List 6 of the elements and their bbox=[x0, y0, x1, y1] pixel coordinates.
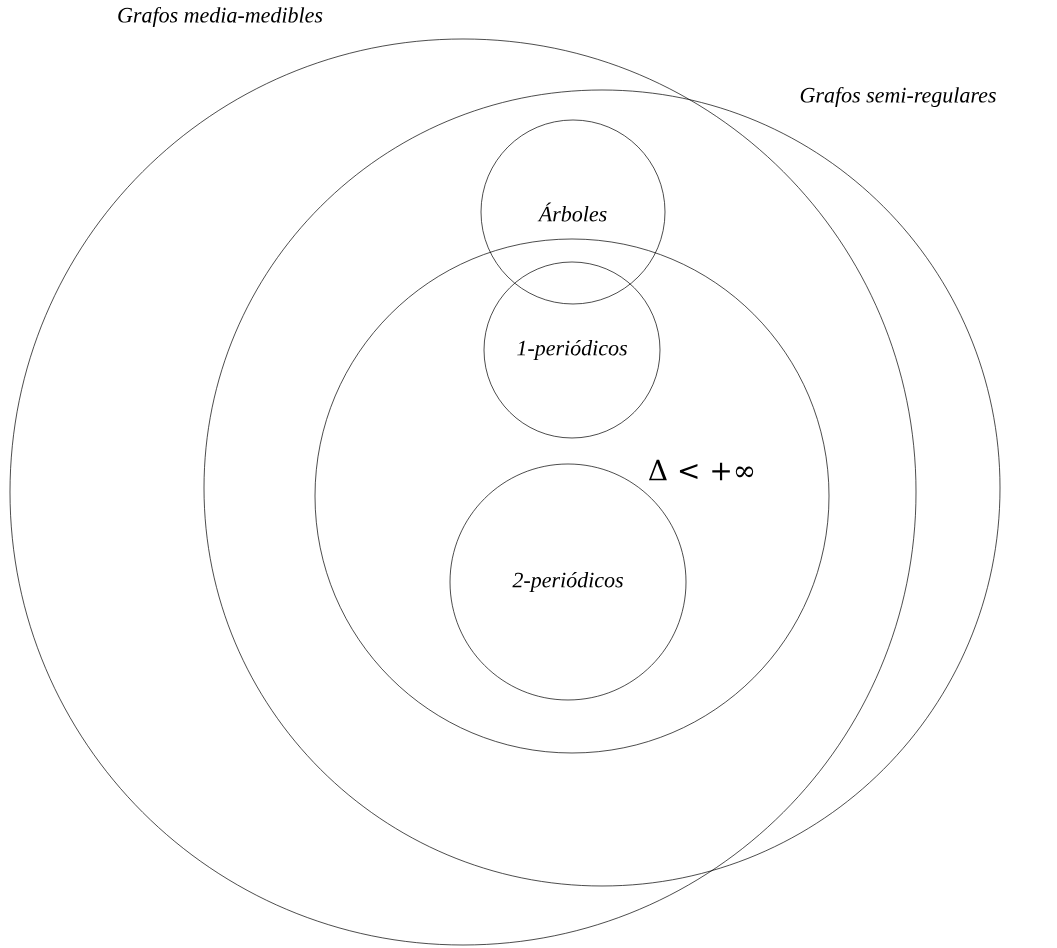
set-label: Δ < +∞ bbox=[648, 459, 754, 481]
set-label: 2-periódicos bbox=[512, 572, 623, 592]
set-label: Árboles bbox=[537, 202, 607, 222]
set-label: Grafos semi-regulares bbox=[800, 86, 996, 108]
set-label: Grafos media-medibles bbox=[118, 6, 323, 28]
set-label: 1-periódicos bbox=[517, 340, 627, 360]
